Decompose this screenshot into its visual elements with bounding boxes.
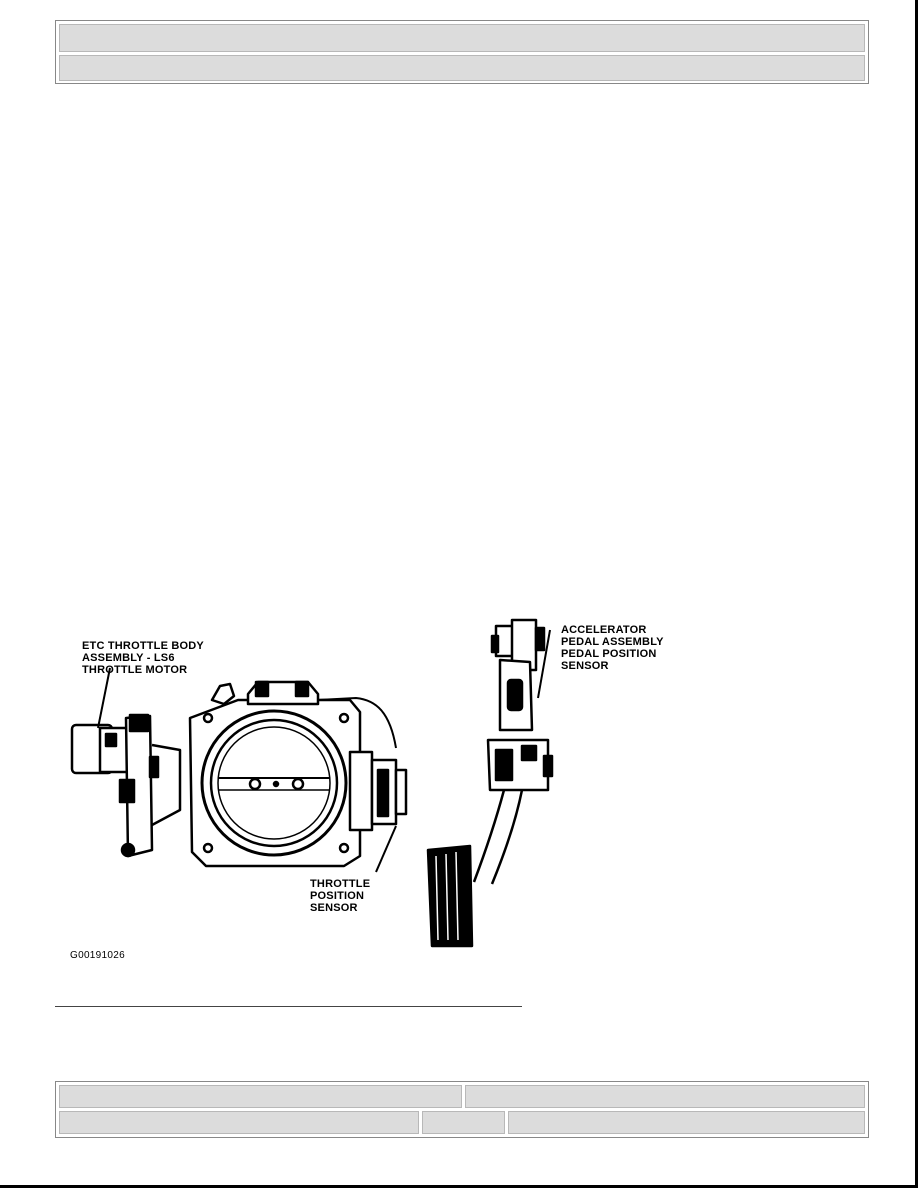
footer-cell-bottom-right — [508, 1111, 865, 1134]
footer-cell-top-left — [59, 1085, 462, 1108]
throttle-position-sensor — [348, 750, 408, 873]
illustration-svg — [70, 618, 554, 948]
footer-cell-top-right — [465, 1085, 865, 1108]
label-accelerator-pedal: ACCELERATOR PEDAL ASSEMBLY PEDAL POSITIO… — [561, 624, 664, 672]
footer-cell-bottom-left — [59, 1111, 419, 1134]
footer-cell-bottom-middle — [422, 1111, 505, 1134]
component-illustration: ETC THROTTLE BODY ASSEMBLY - LS6 THROTTL… — [60, 600, 700, 970]
horizontal-rule — [55, 1006, 522, 1007]
header-row-1 — [59, 24, 865, 52]
footer-table — [55, 1081, 869, 1138]
throttle-body — [188, 680, 397, 868]
header-row-2 — [59, 55, 865, 81]
accelerator-pedal-assembly — [426, 618, 554, 948]
throttle-motor — [70, 713, 182, 858]
label-throttle-position-sensor: THROTTLE POSITION SENSOR — [310, 878, 371, 914]
header-table — [55, 20, 869, 84]
figure-code: G00191026 — [70, 950, 125, 961]
label-etc-throttle-body: ETC THROTTLE BODY ASSEMBLY - LS6 THROTTL… — [82, 640, 204, 676]
